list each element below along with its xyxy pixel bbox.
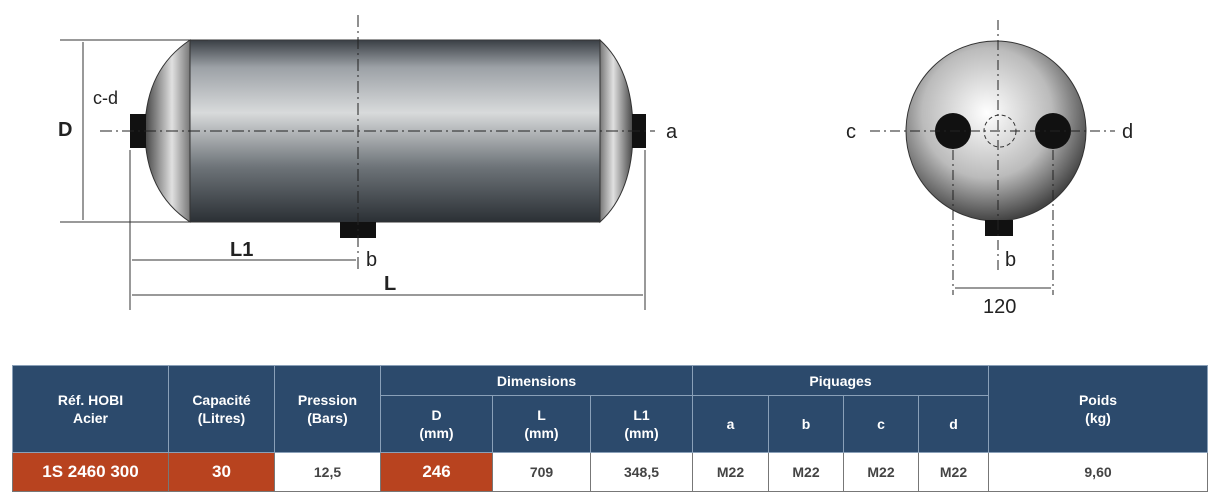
- header-capacity: Capacité(Litres): [168, 365, 275, 453]
- label-D: D: [58, 119, 72, 141]
- header-L1: L1(mm): [589, 395, 694, 453]
- label-L: L: [384, 273, 396, 295]
- label-cd: c-d: [93, 88, 118, 108]
- header-d: d: [918, 395, 990, 453]
- cell-b: M22: [768, 452, 845, 492]
- label-d: d: [1122, 121, 1133, 143]
- label-c: c: [846, 121, 856, 143]
- cell-a: M22: [692, 452, 770, 492]
- cell-weight: 9,60: [988, 452, 1209, 492]
- table-row: 1S 2460 300 30 12,5 246 709 348,5 M22 M2…: [12, 452, 1209, 492]
- tank-drawing: D c-d a b L1 L c d b 120: [58, 15, 1133, 318]
- header-dimensions: Dimensions: [379, 365, 694, 396]
- header-L: L(mm): [492, 395, 591, 453]
- cell-L1: 348,5: [589, 452, 694, 492]
- cell-capacity: 30: [168, 452, 275, 492]
- cell-ref: 1S 2460 300: [12, 452, 169, 492]
- tank-end-view: c d b 120: [846, 20, 1133, 318]
- cell-pressure: 12,5: [274, 452, 381, 492]
- header-weight: Poids(kg): [988, 365, 1209, 453]
- label-b: b: [366, 249, 377, 271]
- cell-L: 709: [492, 452, 591, 492]
- header-pressure: Pression(Bars): [274, 365, 381, 453]
- label-L1: L1: [230, 239, 253, 261]
- header-D: D(mm): [380, 395, 493, 453]
- label-120: 120: [983, 296, 1016, 318]
- label-a: a: [666, 121, 678, 143]
- label-b-end: b: [1005, 249, 1016, 271]
- header-piquages: Piquages: [692, 365, 990, 396]
- cell-D: 246: [380, 452, 493, 492]
- tank-side-view: D c-d a b L1 L: [58, 15, 678, 310]
- cell-c: M22: [843, 452, 920, 492]
- cell-d: M22: [918, 452, 990, 492]
- header-a: a: [692, 395, 770, 453]
- header-b: b: [768, 395, 845, 453]
- header-c: c: [843, 395, 920, 453]
